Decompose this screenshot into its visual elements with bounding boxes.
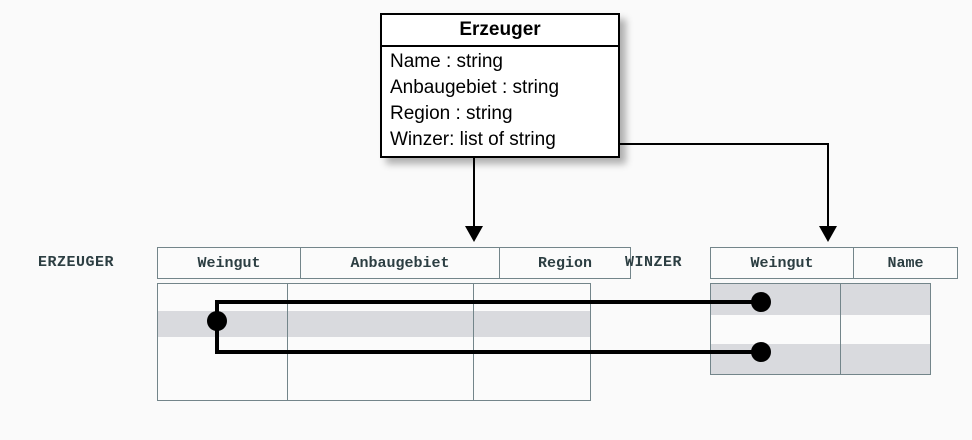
- table-header-row: Weingut Name: [710, 247, 958, 279]
- column-header-anbaugebiet: Anbaugebiet: [300, 247, 500, 279]
- table-cell-weingut: [711, 284, 841, 315]
- relation-label-erzeuger: ERZEUGER: [38, 254, 115, 271]
- column-header-name: Name: [853, 247, 958, 279]
- table-cell-region: [474, 364, 590, 400]
- table-row: [158, 284, 590, 311]
- table-row: [711, 315, 930, 344]
- table-header-row: Weingut Anbaugebiet Region: [157, 247, 631, 279]
- table-cell-region: [474, 284, 590, 311]
- table-cell-weingut: [158, 284, 288, 311]
- arrowhead-erzeuger: [465, 226, 483, 242]
- table-cell-anbaugebiet: [288, 284, 474, 311]
- link-dot-erzeuger: [207, 311, 227, 331]
- table-cell-weingut: [711, 344, 841, 374]
- table-cell-anbaugebiet: [288, 311, 474, 337]
- uml-attribute-anbaugebiet: Anbaugebiet : string: [390, 77, 560, 98]
- table-erzeuger-header: Weingut Anbaugebiet Region: [157, 247, 631, 279]
- uml-attribute-region: Region : string: [390, 103, 513, 124]
- table-winzer-body: [710, 283, 931, 375]
- uml-class-title: Erzeuger: [382, 15, 618, 47]
- uml-attribute-winzer: Winzer: list of string: [390, 129, 556, 150]
- column-header-weingut: Weingut: [710, 247, 854, 279]
- link-dot-winzer-row3: [751, 342, 771, 362]
- table-cell-name: [841, 344, 930, 374]
- table-row: [158, 364, 590, 400]
- column-header-region: Region: [499, 247, 631, 279]
- link-upper-horizontal: [215, 300, 761, 304]
- uml-class-box-erzeuger: Erzeuger Name : string Anbaugebiet : str…: [380, 13, 620, 158]
- link-dot-winzer-row1: [751, 292, 771, 312]
- uml-attribute-name: Name : string: [390, 51, 503, 72]
- table-cell-name: [841, 315, 930, 344]
- table-cell-weingut: [711, 315, 841, 344]
- table-cell-region: [474, 311, 590, 337]
- connector-uml-to-winzer-horizontal: [602, 143, 829, 145]
- table-cell-name: [841, 284, 930, 315]
- column-header-weingut: Weingut: [157, 247, 301, 279]
- uml-attribute-list: Name : string Anbaugebiet : string Regio…: [382, 47, 618, 156]
- link-lower-horizontal: [215, 350, 761, 354]
- table-cell-weingut: [158, 311, 288, 337]
- relation-label-winzer: WINZER: [625, 254, 683, 271]
- connector-uml-to-erzeuger-vertical: [473, 157, 475, 229]
- table-row: [711, 284, 930, 315]
- table-row: [158, 311, 590, 337]
- table-cell-weingut: [158, 364, 288, 400]
- table-cell-anbaugebiet: [288, 364, 474, 400]
- arrowhead-winzer: [819, 226, 837, 242]
- table-winzer-header: Weingut Name: [710, 247, 958, 279]
- connector-uml-to-winzer-vertical: [827, 143, 829, 229]
- table-row: [711, 344, 930, 374]
